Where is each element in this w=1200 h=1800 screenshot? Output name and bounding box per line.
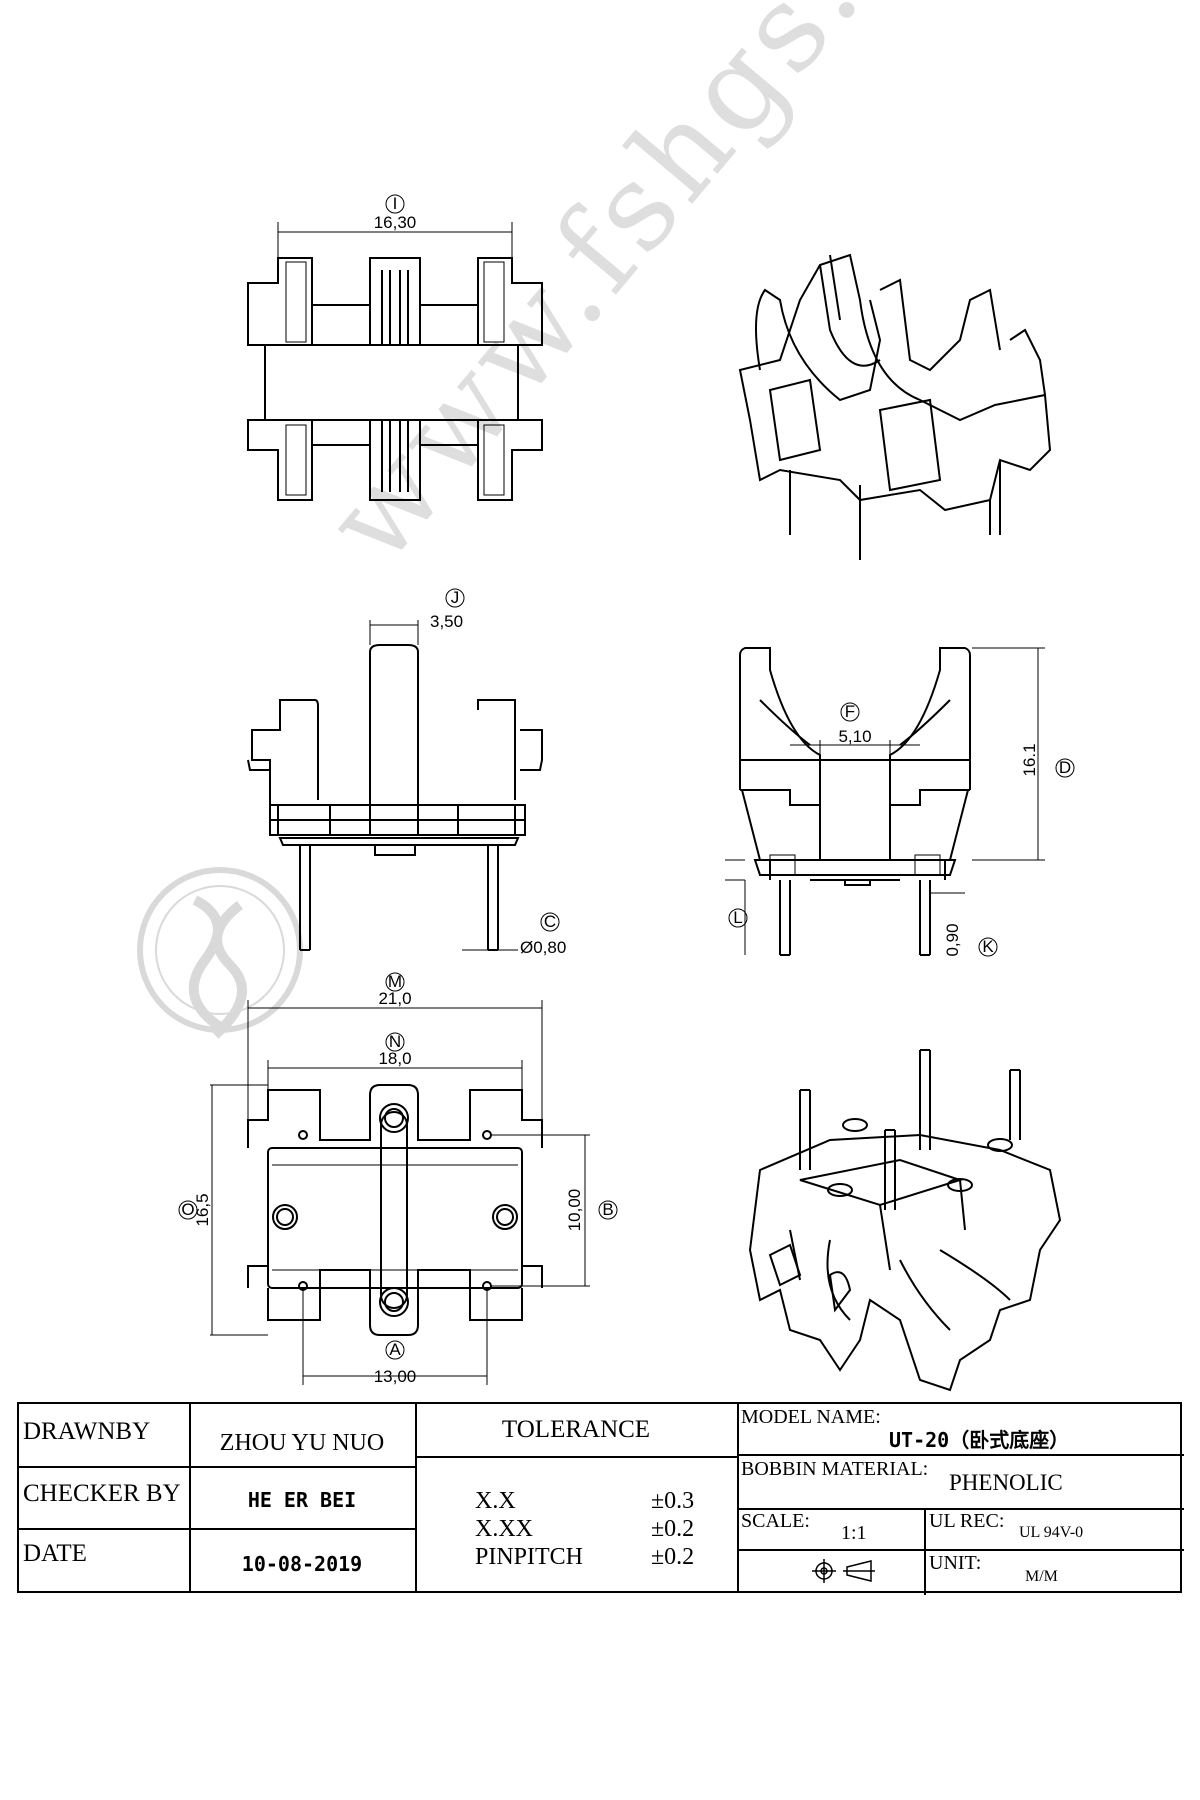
material-label: BOBBIN MATERIAL:	[741, 1458, 929, 1480]
dim-L-tag: L	[733, 908, 742, 927]
dim-D-tag: D	[1059, 758, 1071, 777]
tolerance-1-name: X.X	[475, 1488, 516, 1514]
iso-view-top	[738, 253, 1052, 560]
dim-J-tag: J	[451, 588, 460, 607]
tolerance-label: TOLERANCE	[501, 1416, 651, 1443]
dim-D	[972, 647, 1075, 861]
dim-L	[725, 859, 748, 955]
dim-I	[277, 194, 513, 258]
scale-value: 1:1	[841, 1522, 867, 1544]
dim-M-value: 21,0	[378, 989, 411, 1008]
dim-K-value: 0,90	[943, 923, 962, 956]
unit-label: UNIT:	[929, 1552, 982, 1574]
front-view	[247, 644, 543, 951]
projection-symbol-icon	[812, 1559, 875, 1583]
dim-C-value: Ø0,80	[520, 938, 566, 957]
iso-view-bottom	[748, 1049, 1062, 1392]
unit-value: M/M	[1025, 1568, 1058, 1585]
dim-O-value: 16,5	[193, 1193, 212, 1226]
dim-J-value: 3,50	[430, 612, 463, 631]
tolerance-3-name: PINPITCH	[475, 1544, 584, 1570]
drawnby-value: ZHOU YU NUO	[219, 1430, 385, 1456]
dim-D-value: 16.1	[1020, 743, 1039, 776]
dim-I-value: 16,30	[374, 213, 417, 232]
drawnby-label: DRAWNBY	[23, 1418, 151, 1445]
dim-O-tag: O	[181, 1200, 194, 1219]
title-block: DRAWNBY ZHOU YU NUO CHECKER BY HE ER BEI…	[17, 1402, 1184, 1595]
model-value: UT-20（卧式底座）	[889, 1428, 1070, 1452]
dim-M	[247, 972, 543, 1120]
tolerance-3-value: ±0.2	[651, 1544, 695, 1570]
ul-value: UL 94V-0	[1019, 1524, 1084, 1541]
bottom-view	[247, 1084, 543, 1336]
dim-N	[267, 1032, 523, 1090]
dim-C	[462, 912, 560, 951]
tolerance-1-value: ±0.3	[651, 1488, 695, 1514]
dim-F-value: 5,10	[838, 727, 871, 746]
dim-A-tag: A	[389, 1340, 401, 1359]
seal-logo	[137, 867, 303, 1039]
technical-drawing: I 16,30 J 3,50 C Ø0,80	[137, 194, 1075, 1392]
ul-label: UL REC:	[929, 1510, 1005, 1532]
top-view	[247, 257, 543, 501]
dim-B-tag: B	[602, 1200, 613, 1219]
dim-A-value: 13,00	[374, 1367, 417, 1386]
dim-F-tag: F	[845, 702, 855, 721]
scale-label: SCALE:	[741, 1510, 810, 1532]
material-value: PHENOLIC	[949, 1470, 1063, 1495]
tolerance-2-value: ±0.2	[651, 1516, 695, 1542]
dim-K	[930, 892, 998, 957]
date-label: DATE	[23, 1540, 87, 1567]
side-view	[739, 647, 971, 956]
checker-label: CHECKER BY	[23, 1480, 181, 1507]
date-value: 10-08-2019	[241, 1552, 363, 1576]
dim-C-tag: C	[544, 912, 556, 931]
dim-M-tag: M	[388, 972, 402, 991]
dim-B	[490, 1134, 618, 1287]
dim-A	[302, 1290, 488, 1385]
dim-K-tag: K	[982, 937, 994, 956]
dim-F	[790, 702, 920, 760]
dim-I-tag: I	[393, 194, 398, 213]
dim-J	[369, 588, 465, 645]
dim-N-value: 18,0	[378, 1049, 411, 1068]
dim-O	[178, 1084, 268, 1336]
dim-N-tag: N	[389, 1032, 401, 1051]
model-label: MODEL NAME:	[741, 1406, 881, 1428]
tolerance-2-name: X.XX	[475, 1516, 533, 1542]
dim-B-value: 10,00	[565, 1189, 584, 1232]
checker-value: HE ER BEI	[247, 1488, 357, 1512]
